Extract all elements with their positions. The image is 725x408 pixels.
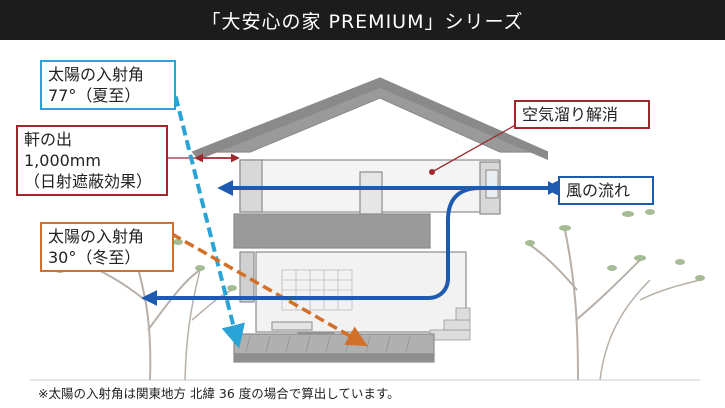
lower-floor (255, 251, 467, 333)
table (271, 321, 313, 331)
tree-left (79, 239, 233, 381)
air-pocket-label: 空気溜り解消 (514, 100, 650, 129)
winter-sun-label: 太陽の入射角 30°（冬至） (40, 222, 174, 272)
roof-pitch-label: 3.5寸勾配 (321, 119, 394, 138)
eave-label: 軒の出 1,000mm （日射遮蔽効果） (16, 125, 168, 196)
balcony-slab (233, 213, 431, 249)
title-bar: 「大安心の家 PREMIUM」シリーズ (0, 0, 725, 40)
summer-sun-label: 太陽の入射角 77°（夏至） (40, 60, 176, 110)
page-title: 「大安心の家 PREMIUM」シリーズ (201, 10, 524, 33)
air-pocket-pointer (431, 117, 529, 173)
upper-window (485, 169, 499, 199)
summer-sun-ray (170, 81, 245, 349)
deck (233, 333, 435, 355)
footnote: ※太陽の入射角は関東地方 北緯 36 度の場合で算出しています。 (38, 386, 400, 401)
wind-label: 風の流れ (558, 176, 654, 205)
wind-arrow-right-head (548, 181, 560, 195)
tree-right (529, 229, 701, 381)
wind-flow (141, 180, 560, 306)
tree-right-leaves (525, 209, 705, 281)
winter-sun-ray (171, 232, 368, 347)
house-cross-section-diagram: 3.5寸勾配 (30, 77, 705, 381)
